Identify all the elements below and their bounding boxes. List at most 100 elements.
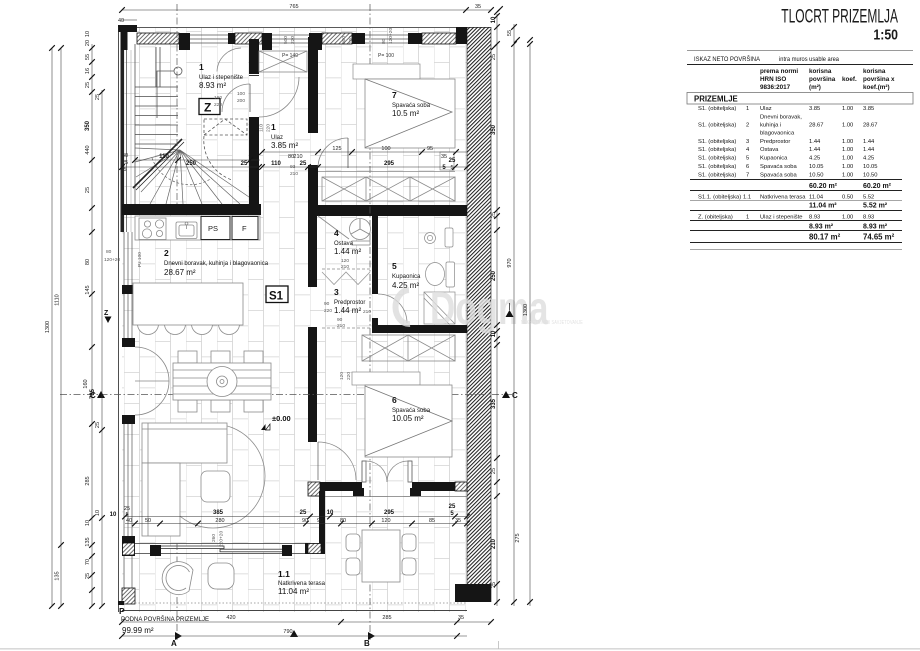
svg-text:60.20 m²: 60.20 m² bbox=[863, 183, 892, 190]
svg-text:95: 95 bbox=[427, 146, 433, 152]
svg-text:40: 40 bbox=[118, 18, 124, 24]
svg-text:10.05 m²: 10.05 m² bbox=[392, 414, 424, 423]
svg-text:210: 210 bbox=[341, 264, 349, 270]
svg-text:PRIZEMLJE: PRIZEMLJE bbox=[694, 95, 738, 104]
svg-text:790: 790 bbox=[283, 629, 292, 635]
svg-text:S1. (obiteljska): S1. (obiteljska) bbox=[698, 164, 736, 170]
svg-text:korisna: korisna bbox=[863, 68, 886, 75]
svg-text:35: 35 bbox=[441, 154, 447, 160]
svg-text:korisna: korisna bbox=[809, 68, 832, 75]
svg-text:10.05: 10.05 bbox=[809, 164, 824, 170]
svg-text:1.44 m²: 1.44 m² bbox=[334, 247, 361, 256]
svg-text:970: 970 bbox=[507, 258, 513, 267]
svg-text:4.25 m²: 4.25 m² bbox=[392, 281, 419, 290]
svg-text:350: 350 bbox=[491, 124, 497, 135]
svg-text:160: 160 bbox=[83, 379, 89, 388]
svg-text:135: 135 bbox=[85, 537, 91, 546]
svg-text:250: 250 bbox=[186, 161, 197, 167]
svg-text:220: 220 bbox=[346, 372, 352, 380]
svg-text:80: 80 bbox=[288, 154, 294, 160]
svg-text:10: 10 bbox=[85, 520, 91, 526]
svg-text:25: 25 bbox=[85, 573, 91, 579]
svg-text:3: 3 bbox=[334, 287, 339, 297]
svg-text:±0.00: ±0.00 bbox=[272, 414, 291, 423]
svg-text:S1. (obiteljska): S1. (obiteljska) bbox=[698, 139, 736, 145]
svg-text:kuhinja i: kuhinja i bbox=[760, 123, 781, 129]
svg-text:5.52: 5.52 bbox=[863, 195, 874, 201]
svg-text:220: 220 bbox=[214, 102, 222, 108]
svg-text:25: 25 bbox=[85, 82, 91, 88]
svg-text:8.93: 8.93 bbox=[863, 215, 874, 221]
svg-text:11.04: 11.04 bbox=[809, 195, 824, 201]
svg-text:90: 90 bbox=[317, 518, 323, 524]
svg-text:Dnevni boravak, kuhinja i blag: Dnevni boravak, kuhinja i blagovaonica bbox=[164, 261, 269, 267]
svg-text:C: C bbox=[90, 391, 96, 400]
svg-text:Ulaz i stepenište: Ulaz i stepenište bbox=[760, 215, 803, 221]
svg-text:8.93: 8.93 bbox=[809, 215, 820, 221]
svg-text:površina: površina bbox=[809, 76, 836, 83]
svg-text:80.17 m²: 80.17 m² bbox=[809, 233, 841, 242]
svg-text:0.50: 0.50 bbox=[842, 195, 853, 201]
svg-text:16: 16 bbox=[85, 68, 91, 74]
svg-text:210: 210 bbox=[293, 154, 302, 160]
svg-text:8.93 m²: 8.93 m² bbox=[809, 224, 834, 231]
svg-text:35: 35 bbox=[455, 518, 461, 524]
svg-text:blagovaonica: blagovaonica bbox=[760, 131, 795, 137]
svg-text:4: 4 bbox=[746, 147, 750, 153]
svg-text:420: 420 bbox=[226, 615, 235, 621]
svg-text:S1. (obiteljska): S1. (obiteljska) bbox=[698, 147, 736, 153]
svg-text:10: 10 bbox=[491, 16, 497, 23]
svg-text:1: 1 bbox=[746, 215, 749, 221]
svg-text:25: 25 bbox=[491, 468, 497, 474]
svg-text:(m²): (m²) bbox=[809, 84, 821, 91]
svg-text:TLOCRT PRIZEMLJA: TLOCRT PRIZEMLJA bbox=[781, 6, 898, 28]
svg-text:1.44 m²: 1.44 m² bbox=[334, 306, 361, 315]
svg-text:20: 20 bbox=[85, 40, 91, 46]
svg-text:25: 25 bbox=[95, 94, 101, 100]
svg-text:5: 5 bbox=[450, 511, 454, 517]
svg-text:S1. (obiteljska): S1. (obiteljska) bbox=[698, 106, 736, 112]
svg-text:25: 25 bbox=[300, 510, 307, 516]
svg-text:4.25: 4.25 bbox=[809, 156, 820, 162]
svg-text:10.50: 10.50 bbox=[809, 173, 824, 179]
svg-text:5.52 m²: 5.52 m² bbox=[863, 203, 888, 210]
svg-text:110: 110 bbox=[271, 161, 281, 167]
svg-text:3.85 m²: 3.85 m² bbox=[271, 141, 298, 150]
svg-text:1300: 1300 bbox=[523, 304, 529, 316]
svg-text:1:50: 1:50 bbox=[873, 26, 898, 42]
svg-text:3.85: 3.85 bbox=[809, 106, 820, 112]
svg-text:10.5 m²: 10.5 m² bbox=[392, 109, 419, 118]
svg-text:intra muros usable area: intra muros usable area bbox=[779, 56, 840, 63]
svg-text:285: 285 bbox=[85, 476, 91, 485]
svg-text:99.99 m²: 99.99 m² bbox=[122, 626, 154, 635]
svg-text:70: 70 bbox=[85, 559, 91, 565]
svg-text:Spavaća soba: Spavaća soba bbox=[392, 408, 431, 414]
svg-text:285: 285 bbox=[382, 615, 391, 621]
svg-text:90: 90 bbox=[337, 317, 343, 323]
svg-text:Natkrivena terasa: Natkrivena terasa bbox=[278, 581, 326, 587]
svg-text:10.05: 10.05 bbox=[863, 164, 878, 170]
svg-text:25: 25 bbox=[491, 54, 497, 60]
svg-text:200: 200 bbox=[237, 98, 245, 104]
svg-text:210: 210 bbox=[290, 171, 298, 177]
svg-text:220: 220 bbox=[324, 308, 332, 314]
svg-text:1: 1 bbox=[746, 106, 749, 112]
svg-text:Dogma: Dogma bbox=[430, 282, 549, 334]
svg-text:90: 90 bbox=[302, 518, 308, 524]
svg-text:350: 350 bbox=[85, 120, 91, 131]
svg-text:7: 7 bbox=[392, 90, 397, 100]
svg-text:440: 440 bbox=[85, 145, 91, 154]
svg-text:8.93 m²: 8.93 m² bbox=[199, 81, 226, 90]
svg-text:260: 260 bbox=[211, 534, 217, 542]
svg-text:3.85: 3.85 bbox=[863, 106, 874, 112]
svg-text:25: 25 bbox=[85, 187, 91, 193]
svg-text:Z: Z bbox=[104, 310, 109, 317]
svg-text:25: 25 bbox=[300, 161, 307, 167]
svg-text:120: 120 bbox=[381, 518, 390, 524]
svg-text:Kupaonica: Kupaonica bbox=[760, 156, 788, 162]
svg-text:55: 55 bbox=[85, 54, 91, 60]
svg-text:8.93 m²: 8.93 m² bbox=[863, 224, 888, 231]
svg-text:Pz 100: Pz 100 bbox=[137, 252, 143, 267]
svg-text:765: 765 bbox=[289, 4, 298, 10]
svg-text:Ulaz: Ulaz bbox=[760, 106, 772, 112]
